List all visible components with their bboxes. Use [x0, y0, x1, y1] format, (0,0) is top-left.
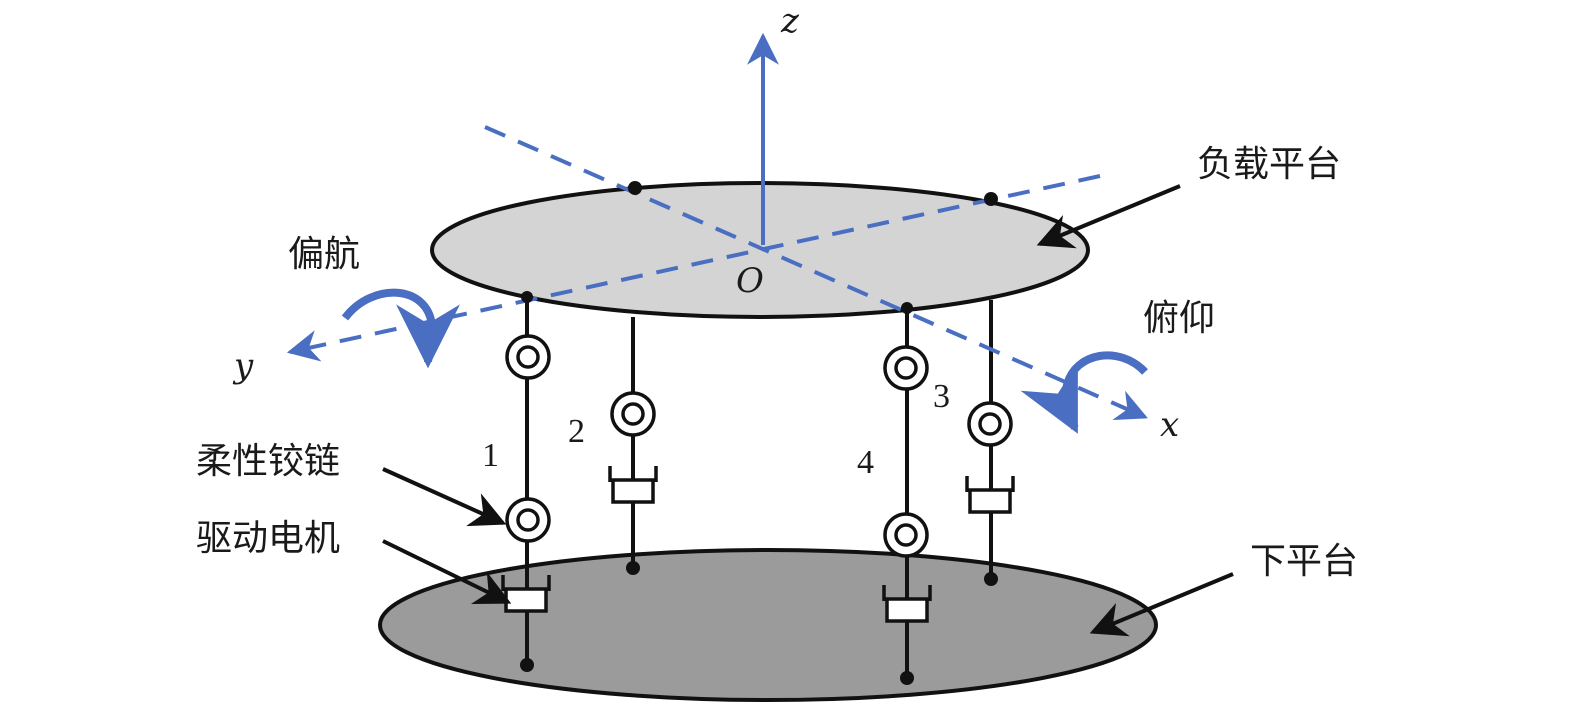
upper-joint-dot: [901, 302, 913, 314]
flexure-hinge-icon: [610, 391, 656, 437]
flexure-hinges: [505, 334, 1013, 558]
pitch-label: 俯仰: [1143, 298, 1215, 339]
base-joint-dot: [520, 658, 534, 672]
leg-number-4: 4: [857, 444, 874, 481]
leg-number-3: 3: [933, 378, 950, 415]
x-axis-line: [484, 125, 1148, 421]
axis-x-label: x: [1160, 405, 1179, 445]
drive-motor-icon: [965, 476, 1015, 514]
pitch-rotation-arrow: [1020, 351, 1148, 434]
base-joint-dot: [626, 561, 640, 575]
payload-platform-callout-arrow: [1036, 184, 1181, 249]
axis-z-label: z: [780, 1, 800, 41]
leg-number-1: 1: [482, 437, 499, 474]
flexure-hinge-icon: [883, 345, 929, 391]
flexure-hinge-icon: [883, 512, 929, 558]
base-joint-dot: [984, 572, 998, 586]
yaw-rotation-arrow: [341, 288, 461, 369]
callout-arrows: [382, 184, 1234, 637]
base-joints: [520, 561, 998, 685]
lower-platform-callout-arrow: [1089, 572, 1234, 637]
axis-origin-label: O: [736, 261, 764, 301]
drive-motor-callout-arrow: [382, 539, 512, 604]
lower-platform: [378, 548, 1158, 702]
flexure-hinge-callout-arrow: [382, 467, 507, 527]
axis-y-label: y: [232, 346, 254, 386]
drive-motor-label: 驱动电机: [196, 518, 340, 559]
flexure-hinge-label: 柔性铰链: [196, 441, 340, 482]
payload-platform-label: 负载平台: [1197, 144, 1341, 185]
leg-number-2: 2: [568, 413, 585, 450]
upper-joint-dot: [628, 181, 642, 195]
lower-platform-label: 下平台: [1250, 541, 1358, 582]
flexure-hinge-icon: [505, 334, 551, 380]
drive-motor-icon: [608, 466, 658, 504]
drive-motor-icon: [882, 585, 932, 623]
upper-joints: [521, 181, 998, 314]
flexure-hinge-icon: [967, 401, 1013, 447]
drive-motors: [501, 466, 1015, 623]
yaw-label: 偏航: [288, 234, 360, 275]
upper-joint-dot: [984, 192, 998, 206]
upper-joint-dot: [521, 291, 533, 303]
base-joint-dot: [900, 671, 914, 685]
flexure-hinge-icon: [505, 497, 551, 543]
